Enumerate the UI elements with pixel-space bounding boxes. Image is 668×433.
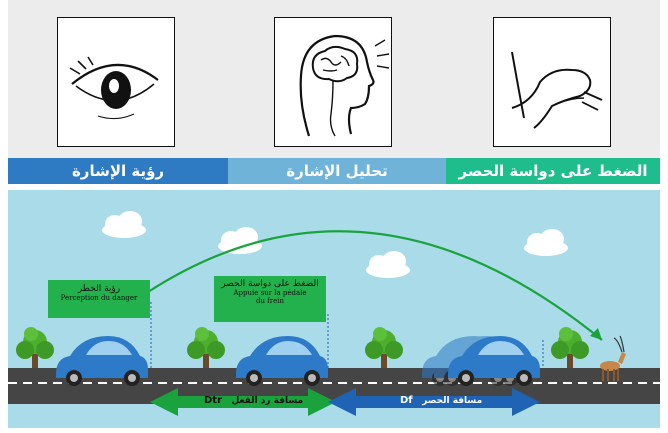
foot-pedal-icon: [511, 51, 603, 129]
tree: [551, 327, 589, 370]
scene-drawing: [8, 211, 660, 416]
reaction-distance-arrow: [150, 388, 336, 416]
gazelle-icon: [600, 335, 626, 381]
perception-label-box: رؤية الخطر Perception du danger: [48, 280, 150, 318]
panel-press-brake: [493, 17, 611, 147]
reaction-distance-ar: مسافة رد الفعل: [231, 396, 304, 406]
reaction-distance-symbol: Dtr: [204, 395, 223, 406]
cloud: [218, 227, 262, 254]
brake-label-fr-line1: Appuie sur la pédale: [233, 289, 307, 298]
step-press-brake-label: الضغط على دواسة الحصر: [458, 162, 648, 180]
tree: [187, 327, 225, 370]
arc-arrowhead: [590, 328, 602, 340]
perception-label-ar: رؤية الخطر: [77, 284, 121, 294]
trajectory-arc: [147, 230, 603, 341]
braking-distance-arrow: [328, 388, 540, 416]
brake-label-ar: الضغط على دواسة الحصر: [221, 279, 319, 289]
reaction-distance-label: Dtr مسافة رد الفعل: [204, 395, 303, 406]
step-see-signal: رؤية الإشارة: [8, 158, 228, 184]
tree: [365, 327, 403, 370]
cloud: [102, 211, 146, 238]
tree: [16, 327, 54, 370]
braking-distance-ar: مسافة الحصر: [422, 396, 483, 406]
step-analyze-signal-label: تحليل الإشارة: [286, 162, 388, 180]
road-scene: رؤية الخطر Perception du danger الضغط عل…: [8, 190, 660, 428]
cloud: [524, 229, 568, 256]
brain-head-icon: [299, 34, 390, 137]
braking-distance-label: Df مسافة الحصر: [400, 395, 482, 406]
step-analyze-signal: تحليل الإشارة: [228, 158, 446, 184]
perception-label-fr: Perception du danger: [60, 294, 138, 303]
panel-see-signal: [57, 17, 175, 147]
panel-analyze-signal: [274, 17, 392, 147]
cloud: [366, 251, 410, 278]
step-see-signal-label: رؤية الإشارة: [71, 162, 165, 180]
eye-icon: [69, 56, 159, 120]
step-press-brake: الضغط على دواسة الحصر: [446, 158, 660, 184]
brake-label-fr-line2: du frein: [255, 297, 285, 306]
braking-distance-symbol: Df: [400, 395, 413, 406]
brake-label-box: الضغط على دواسة الحصر Appuie sur la péda…: [214, 276, 326, 322]
